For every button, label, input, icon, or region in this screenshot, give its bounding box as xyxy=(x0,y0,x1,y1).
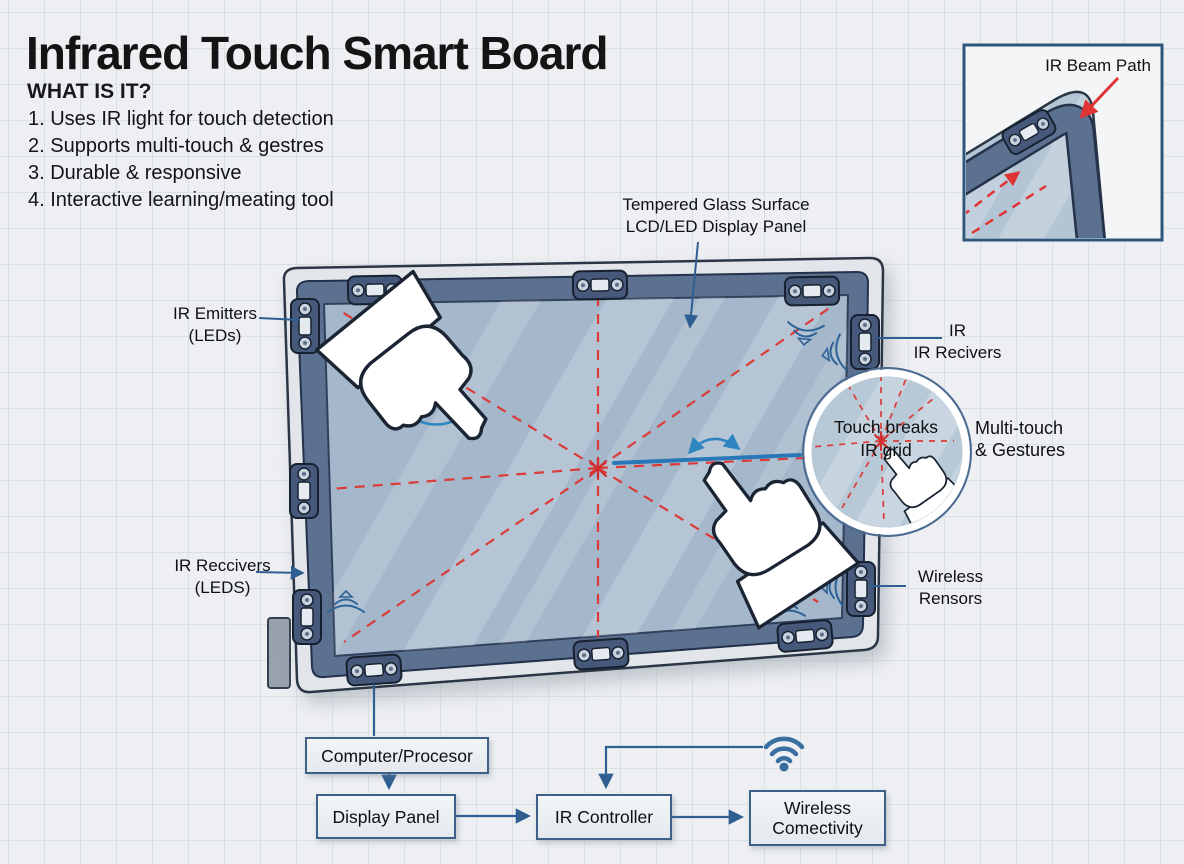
glass-label: Tempered Glass Surface LCD/LED Display P… xyxy=(622,195,810,236)
flowchart-box-wireless: Wireless Comectivity xyxy=(749,790,886,846)
inset-bezel xyxy=(966,106,1104,238)
magnifier-label: Touch breaks IR grid xyxy=(833,417,939,460)
wireless-sensors-label: Wireless Rensors xyxy=(917,567,984,608)
feature-list: 1. Uses IR light for touch detection 2. … xyxy=(28,106,448,214)
flowchart-box-display: Display Panel xyxy=(316,794,456,839)
inset-pointer-arrow xyxy=(1079,76,1120,119)
glass-label-arrow xyxy=(684,241,699,329)
feature-item: 1. Uses IR light for touch detection xyxy=(28,108,334,130)
ir-grid-beams xyxy=(329,298,847,643)
feature-item: 2. Supports multi-touch & gestres xyxy=(28,135,324,157)
emitters-connector xyxy=(258,317,301,321)
ir-receivers-right-label: IR IR Recivers xyxy=(913,321,1002,362)
ir-receivers-left-label: IR Reccivers (LEDS) xyxy=(174,556,271,597)
label-connectors xyxy=(255,241,942,587)
page-title: Infrared Touch Smart Board xyxy=(26,27,608,79)
flowchart-box-computer: Computer/Procesor xyxy=(305,737,489,774)
receivers-connector xyxy=(255,565,305,580)
inset-frame xyxy=(966,47,1160,238)
magnifier-circle xyxy=(802,367,972,537)
corner-inset xyxy=(962,43,1164,242)
ir-emitters-label: IR Emitters (LEDs) xyxy=(172,304,258,345)
wifi-icon xyxy=(763,736,805,772)
mount-tab xyxy=(267,617,291,689)
inset-title: IR Beam Path xyxy=(1045,56,1151,75)
magnified-touch-point xyxy=(874,431,889,451)
multitouch-label: Multi-touch & Gestures xyxy=(975,418,1066,460)
flowchart-connectors xyxy=(372,684,763,825)
page-subtitle: WHAT IS IT? xyxy=(27,80,152,103)
flowchart-box-controller: IR Controller xyxy=(536,794,672,840)
touch-point-scribble xyxy=(588,456,608,481)
smart-board-illustration xyxy=(267,256,885,694)
swipe-line xyxy=(612,453,802,465)
feature-item: 4. Interactive learning/meating tool xyxy=(28,189,334,211)
inset-ir-beams xyxy=(966,171,1047,235)
wifi-to-controller-arrow xyxy=(598,745,763,790)
rotate-gesture-arrow xyxy=(687,433,741,455)
feature-item: 3. Durable & responsive xyxy=(28,162,242,184)
